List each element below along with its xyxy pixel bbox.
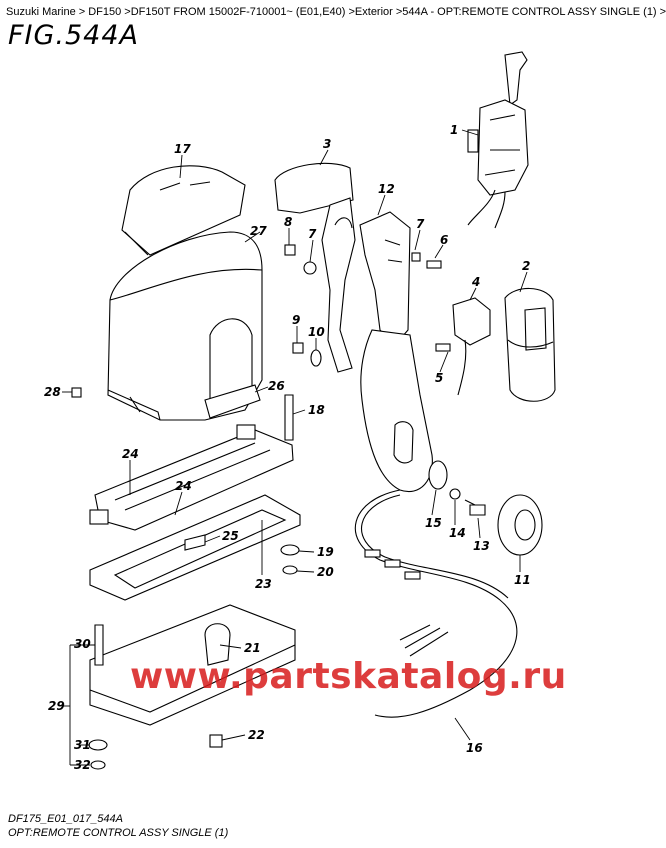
part-13-screw [464, 499, 486, 516]
part-label: 6 [440, 233, 448, 247]
part-label: 24 [122, 447, 139, 461]
part-label: 18 [308, 403, 325, 417]
part-label: 25 [222, 529, 239, 543]
part-label: 19 [317, 545, 334, 559]
part-label: 13 [473, 539, 490, 553]
part-label: 21 [244, 641, 261, 655]
leader-lines [62, 129, 528, 766]
part-label: 14 [449, 526, 466, 540]
part-label: 31 [74, 738, 91, 752]
part-12-lever-arm [359, 211, 433, 493]
part-label: 4 [471, 275, 480, 289]
figure-caption: OPT:REMOTE CONTROL ASSY SINGLE (1) [8, 827, 229, 839]
part-label: 30 [74, 637, 91, 651]
part-label: 9 [292, 313, 300, 327]
part-label: 15 [425, 516, 442, 530]
part-label: 29 [48, 699, 65, 713]
part-label: 7 [308, 227, 317, 241]
part-16-wire-harness [354, 489, 518, 718]
part-17-cover-cap [121, 165, 246, 256]
part-27-housing [107, 231, 263, 421]
figure-code: DF175_E01_017_544A [8, 813, 123, 825]
part-label: 22 [248, 728, 265, 742]
part-15-ring [428, 460, 448, 490]
breadcrumb: Suzuki Marine > DF150 >DF150T FROM 15002… [6, 6, 666, 18]
part-label: 20 [317, 565, 334, 579]
part-label: 10 [308, 325, 325, 339]
part-11-knob [497, 494, 543, 556]
part-3-top-cover [274, 162, 356, 373]
part-label: 2 [522, 259, 530, 273]
part-2-grip [504, 287, 556, 402]
part-4-switch [452, 297, 491, 396]
figure-title: FIG.544A [8, 20, 140, 51]
exploded-parts-diagram: 1 2 3 4 5 6 7 7 8 9 10 11 12 13 14 15 16… [44, 51, 556, 772]
fasteners [71, 244, 451, 770]
part-label: 27 [250, 224, 267, 238]
part-label: 3 [323, 137, 331, 151]
part-14-washer [449, 488, 461, 500]
part-label: 12 [378, 182, 395, 196]
part-label: 8 [284, 215, 292, 229]
part-24-base-plate [89, 424, 294, 531]
part-1-control-lever [467, 51, 529, 229]
part-label: 16 [466, 741, 483, 755]
part-label: 32 [74, 758, 91, 772]
part-label: 23 [255, 577, 272, 591]
watermark: www.partskatalog.ru [130, 656, 567, 697]
part-label: 26 [268, 379, 285, 393]
part-26-plate [204, 384, 261, 419]
part-labels: 1 2 3 4 5 6 7 7 8 9 10 11 12 13 14 15 16… [44, 123, 531, 772]
part-label: 17 [174, 142, 191, 156]
part-label: 11 [514, 573, 531, 587]
part-29-lower-base [89, 604, 296, 726]
part-label: 7 [416, 217, 425, 231]
part-label: 24 [175, 479, 192, 493]
part-label: 28 [44, 385, 61, 399]
part-label: 1 [450, 123, 458, 137]
part-label: 5 [435, 371, 443, 385]
